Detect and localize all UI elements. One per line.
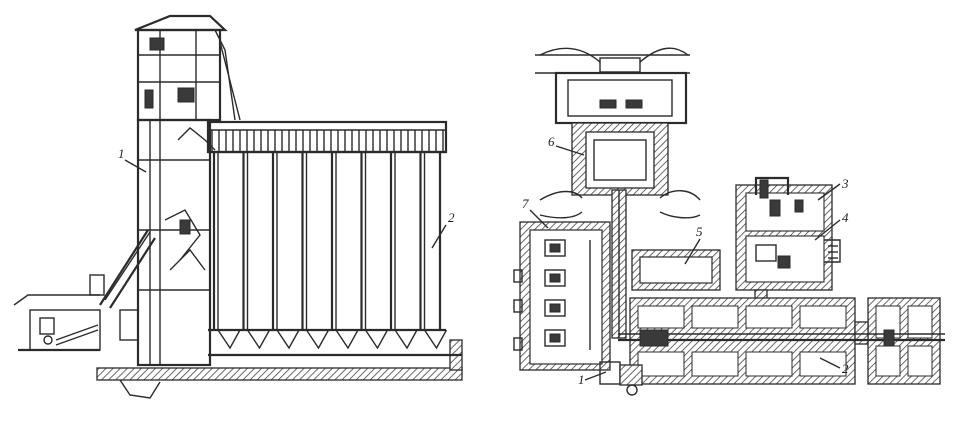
plan-view: 1 2 3 4 5 6 7 bbox=[513, 47, 945, 396]
silo-cell bbox=[691, 305, 739, 329]
section-view: 1 2 bbox=[13, 14, 463, 399]
elevator-tower bbox=[119, 14, 241, 367]
silo-cell bbox=[745, 351, 793, 377]
receiving-shed bbox=[13, 274, 105, 351]
section-labels: 1 2 bbox=[118, 146, 455, 249]
label-silos: 2 bbox=[842, 361, 849, 376]
inclined-conveyor bbox=[99, 229, 156, 309]
label-gallery: 1 bbox=[578, 372, 585, 387]
foundation bbox=[18, 339, 463, 399]
rooms-3-4 bbox=[735, 176, 841, 303]
silo-cell bbox=[637, 305, 685, 329]
silo-hopper bbox=[246, 329, 271, 350]
silo-hopper bbox=[423, 329, 448, 350]
building-7 bbox=[513, 221, 611, 371]
silo-hopper bbox=[305, 329, 330, 350]
tower-roof bbox=[535, 47, 690, 125]
silo-cell bbox=[799, 305, 847, 329]
silo-cell bbox=[745, 305, 793, 329]
plan-labels: 1 2 3 4 5 6 7 bbox=[522, 134, 849, 387]
label-tower: 6 bbox=[548, 134, 555, 149]
silo-hopper bbox=[217, 329, 241, 350]
label-elevator: 1 bbox=[118, 146, 125, 161]
silo-hopper bbox=[276, 329, 300, 350]
silo-hopper bbox=[394, 329, 418, 350]
label-silo-bank: 2 bbox=[448, 210, 455, 225]
label-building-7: 7 bbox=[522, 196, 529, 211]
label-room-3: 3 bbox=[841, 176, 849, 191]
silo-cell bbox=[637, 351, 685, 377]
silo-cell bbox=[691, 351, 739, 377]
label-room-5: 5 bbox=[696, 224, 703, 239]
silo-hopper bbox=[335, 329, 359, 350]
silo-bank bbox=[206, 120, 462, 357]
tower-plan bbox=[539, 122, 701, 339]
silo-hopper bbox=[364, 329, 389, 350]
room-5 bbox=[631, 249, 721, 291]
silo-row bbox=[599, 297, 945, 396]
silo-cell bbox=[799, 351, 847, 377]
label-room-4: 4 bbox=[842, 210, 849, 225]
